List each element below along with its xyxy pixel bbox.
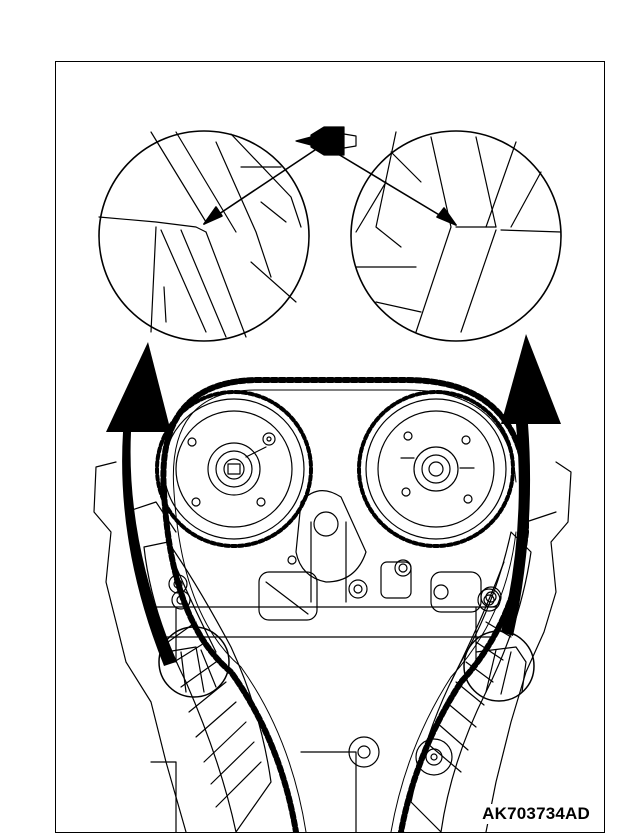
- grease-applicator-icon: [295, 126, 357, 156]
- upper-right-detail-circle: [350, 130, 562, 342]
- lower-left-detail-circle: [158, 626, 230, 698]
- figure-code: AK703734AD: [480, 804, 592, 824]
- rotation-arrows: [106, 334, 561, 666]
- left-rotation-arrow-head: [106, 342, 171, 432]
- lower-right-detail-circle: [463, 630, 535, 702]
- left-rotation-arrow-shaft: [122, 432, 176, 666]
- right-rotation-arrow-shaft: [501, 424, 531, 636]
- right-camshaft-sprocket: [357, 390, 515, 548]
- left-chain-guide: [143, 541, 272, 832]
- figure-frame: AK703734AD: [55, 61, 605, 833]
- upper-left-detail-circle: [98, 130, 310, 342]
- timing-chain-diagram: [93, 126, 572, 832]
- right-rotation-arrow-head: [501, 334, 561, 424]
- pointer-arrows: [203, 147, 457, 226]
- block-features: [168, 490, 502, 776]
- right-chain-guide: [410, 531, 532, 832]
- engine-block-outline: [93, 461, 572, 832]
